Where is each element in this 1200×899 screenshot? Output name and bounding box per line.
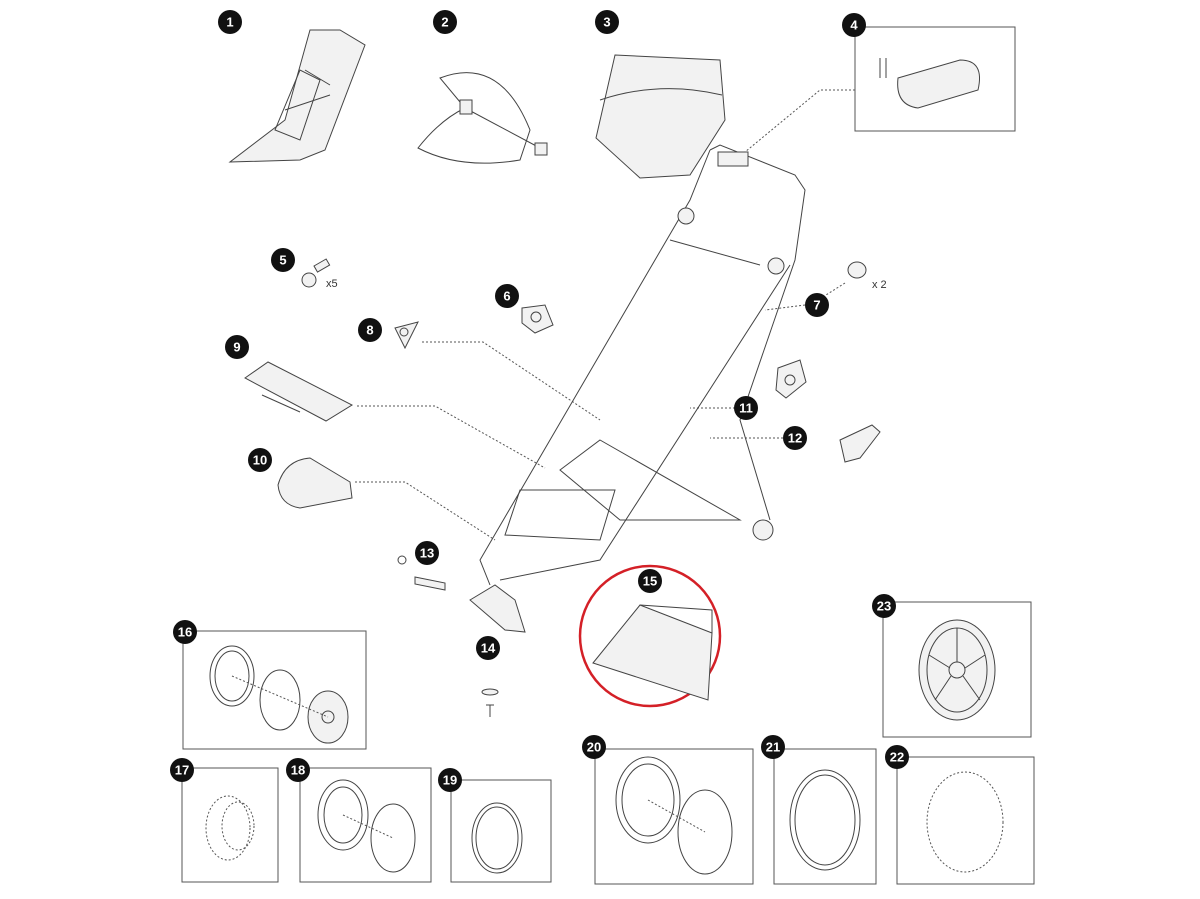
stroller-frame-image	[397, 144, 806, 717]
callout-number: 10	[253, 453, 267, 468]
part-17-box	[181, 767, 279, 883]
part-21-box	[773, 748, 877, 885]
callout-number: 17	[175, 763, 189, 778]
callout-number: 7	[813, 298, 820, 313]
part-15-highlight-circle[interactable]	[578, 564, 722, 708]
part-7-quantity: x 2	[872, 279, 887, 291]
part-19-tire-image	[471, 802, 523, 874]
part-7-cap-image: x 2	[847, 261, 887, 291]
part-12-latch-image	[839, 424, 881, 463]
callout-number: 19	[443, 773, 457, 788]
callout-11[interactable]: 11	[734, 396, 758, 420]
callout-number: 14	[481, 641, 496, 656]
callout-number: 8	[366, 323, 373, 338]
callout-19[interactable]: 19	[438, 768, 462, 792]
callout-12[interactable]: 12	[783, 426, 807, 450]
part-4-box	[854, 26, 1016, 132]
callout-3[interactable]: 3	[595, 10, 619, 34]
callout-8[interactable]: 8	[358, 318, 382, 342]
callout-number: 13	[420, 546, 434, 561]
callout-1[interactable]: 1	[218, 10, 242, 34]
callout-22[interactable]: 22	[885, 745, 909, 769]
callout-18[interactable]: 18	[286, 758, 310, 782]
callout-20[interactable]: 20	[582, 735, 606, 759]
callout-number: 5	[279, 253, 286, 268]
callout-number: 22	[890, 750, 904, 765]
callout-number: 16	[178, 625, 192, 640]
callout-2[interactable]: 2	[433, 10, 457, 34]
callout-4[interactable]: 4	[842, 13, 866, 37]
part-16-wheel-kit-image	[209, 645, 349, 744]
part-18-wheel-rim-tire-image	[317, 779, 416, 873]
leader-lines	[355, 89, 855, 541]
callout-5[interactable]: 5	[271, 248, 295, 272]
part-6-pivot-image	[521, 304, 554, 334]
callout-number: 6	[503, 289, 510, 304]
callout-number: 9	[233, 340, 240, 355]
part-15-basket-panel-image[interactable]	[592, 604, 713, 701]
callout-number: 1	[226, 15, 233, 30]
callout-14[interactable]: 14	[476, 636, 500, 660]
callout-number: 2	[441, 15, 448, 30]
callout-13[interactable]: 13	[415, 541, 439, 565]
part-11-clip-image	[775, 359, 807, 399]
part-4-handlebar-grip-image	[879, 58, 980, 109]
part-22-box	[896, 756, 1035, 885]
callout-7[interactable]: 7	[805, 293, 829, 317]
part-21-tire-image	[789, 769, 861, 871]
callout-number: 3	[603, 15, 610, 30]
callout-number: 18	[291, 763, 305, 778]
part-20-box	[594, 748, 754, 885]
part-20-wheel-rim-tire-image	[615, 756, 733, 875]
callout-9[interactable]: 9	[225, 335, 249, 359]
part-23-box	[882, 601, 1032, 738]
part-9-tray-image	[244, 361, 354, 422]
callout-16[interactable]: 16	[173, 620, 197, 644]
callout-21[interactable]: 21	[761, 735, 785, 759]
part-2-canopy-frame-image	[417, 72, 548, 164]
callout-17[interactable]: 17	[170, 758, 194, 782]
part-18-box	[299, 767, 432, 883]
callout-number: 21	[766, 740, 780, 755]
callout-number: 23	[877, 599, 891, 614]
callout-15[interactable]: 15	[638, 569, 662, 593]
callout-number: 20	[587, 740, 601, 755]
part-5-quantity: x5	[326, 278, 338, 290]
callout-number: 15	[643, 574, 657, 589]
part-22-tread-segments-image	[926, 771, 1004, 873]
part-17-tread-segments-image	[205, 795, 255, 861]
part-19-box	[450, 779, 552, 883]
callout-6[interactable]: 6	[495, 284, 519, 308]
part-16-box	[182, 630, 367, 750]
part-1-seat-image	[228, 29, 366, 163]
part-5-screw-image: x5	[301, 258, 338, 290]
part-3-canopy-image	[595, 54, 726, 179]
part-8-bracket-image	[394, 321, 419, 350]
callout-number: 11	[739, 401, 753, 416]
part-10-bumper-image	[277, 457, 353, 509]
callout-10[interactable]: 10	[248, 448, 272, 472]
part-23-wheel-image	[918, 619, 996, 721]
callout-number: 12	[788, 431, 802, 446]
callout-number: 4	[850, 18, 858, 33]
callout-23[interactable]: 23	[872, 594, 896, 618]
